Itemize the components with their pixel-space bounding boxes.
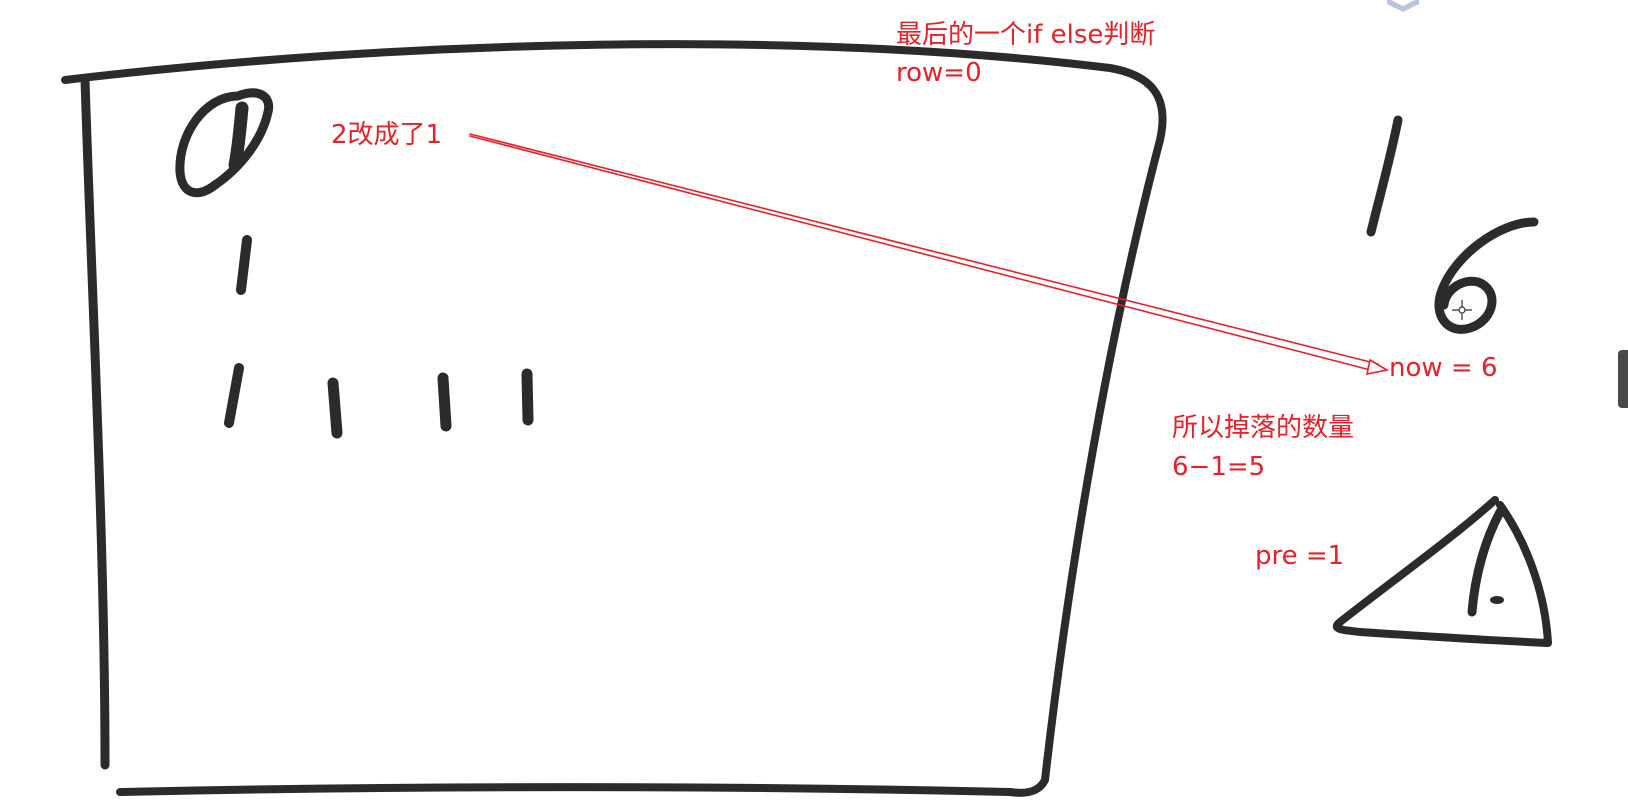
final-judgment-note: 最后的一个if else判断: [896, 20, 1156, 50]
drawn-triangle-mark: [1467, 507, 1505, 617]
tally-mark: [437, 372, 452, 432]
tally-mark: [224, 363, 244, 428]
changed-note: 2改成了1: [331, 120, 443, 150]
drawn-zero-stroke: [228, 101, 249, 172]
drawn-zero: [175, 88, 274, 198]
tally-mark: [521, 368, 534, 426]
dropped-count-label: 所以掉落的数量: [1172, 413, 1355, 443]
drawn-six: [1434, 217, 1539, 334]
arrow-line-lower: [469, 135, 1379, 373]
side-scroll-handle[interactable]: [1618, 350, 1628, 408]
now-value-note: now = 6: [1389, 353, 1498, 383]
drawn-rectangle: [61, 40, 1167, 797]
drawn-rectangle-left-edge: [80, 75, 110, 770]
arrow-head: [1365, 358, 1390, 376]
watermark-logo-icon: [1387, 0, 1419, 12]
crosshair-cursor-icon: [1452, 300, 1472, 320]
tally-mark: [327, 377, 343, 439]
arrow-line-upper: [469, 133, 1379, 365]
drawn-dot: [1490, 596, 1504, 604]
drawn-one: [1366, 115, 1403, 237]
pre-value-note: pre =1: [1255, 541, 1345, 571]
dropped-count-calc: 6−1=5: [1172, 452, 1266, 482]
tally-mark: [236, 235, 252, 295]
row-value-note: row=0: [896, 58, 982, 88]
drawn-triangle: [1332, 496, 1552, 647]
